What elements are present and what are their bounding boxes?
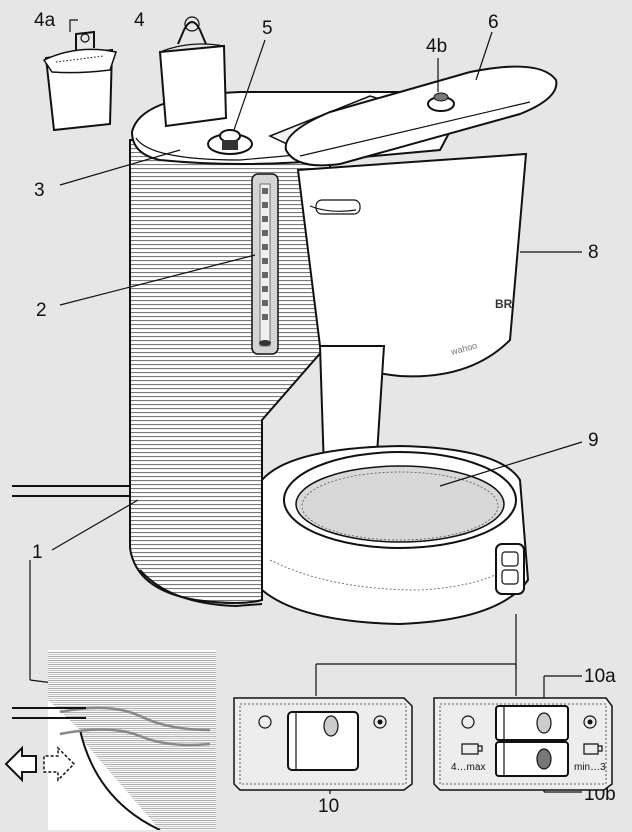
callout-lines bbox=[29, 19, 583, 794]
water-filter-cartridge bbox=[158, 16, 228, 128]
filter-basket: BR wahoo bbox=[296, 152, 528, 378]
filter-cartridge-alt bbox=[42, 30, 117, 132]
brand-logo-text: BR bbox=[495, 297, 513, 311]
pull-arrow-dashed-icon bbox=[43, 746, 76, 782]
label-10: 10 bbox=[318, 796, 339, 817]
switch-panel-double: 4…max min…3 bbox=[433, 697, 613, 791]
switch-panel-single bbox=[233, 697, 413, 791]
hotplate-base bbox=[261, 444, 530, 626]
power-switch-10[interactable] bbox=[287, 711, 359, 771]
label-10a: 10a bbox=[584, 666, 616, 687]
water-level-gauge bbox=[251, 173, 279, 355]
filter-dial bbox=[207, 129, 253, 155]
cups-small-label: min…3 bbox=[574, 762, 606, 773]
label-2: 2 bbox=[36, 300, 47, 321]
filter-lid bbox=[284, 65, 558, 167]
ribbed-detail-inset bbox=[4, 650, 216, 830]
housing-base bbox=[139, 569, 263, 608]
small-cup-icon bbox=[583, 743, 603, 755]
label-4b: 4b bbox=[426, 36, 447, 57]
push-arrow-icon bbox=[4, 745, 37, 783]
large-cup-icon bbox=[461, 743, 483, 755]
label-1: 1 bbox=[32, 542, 43, 563]
label-5: 5 bbox=[262, 18, 273, 39]
label-4: 4 bbox=[134, 10, 145, 31]
label-8: 8 bbox=[588, 242, 599, 263]
power-cord bbox=[12, 485, 140, 497]
cups-large-label: 4…max bbox=[451, 762, 485, 773]
water-tank-housing bbox=[129, 139, 331, 604]
label-4a: 4a bbox=[34, 10, 56, 31]
cup-selector-switch-10b[interactable] bbox=[495, 741, 569, 777]
label-9: 9 bbox=[588, 430, 599, 451]
label-3: 3 bbox=[34, 180, 45, 201]
power-switch-10a[interactable] bbox=[495, 705, 569, 741]
label-6: 6 bbox=[488, 12, 499, 33]
